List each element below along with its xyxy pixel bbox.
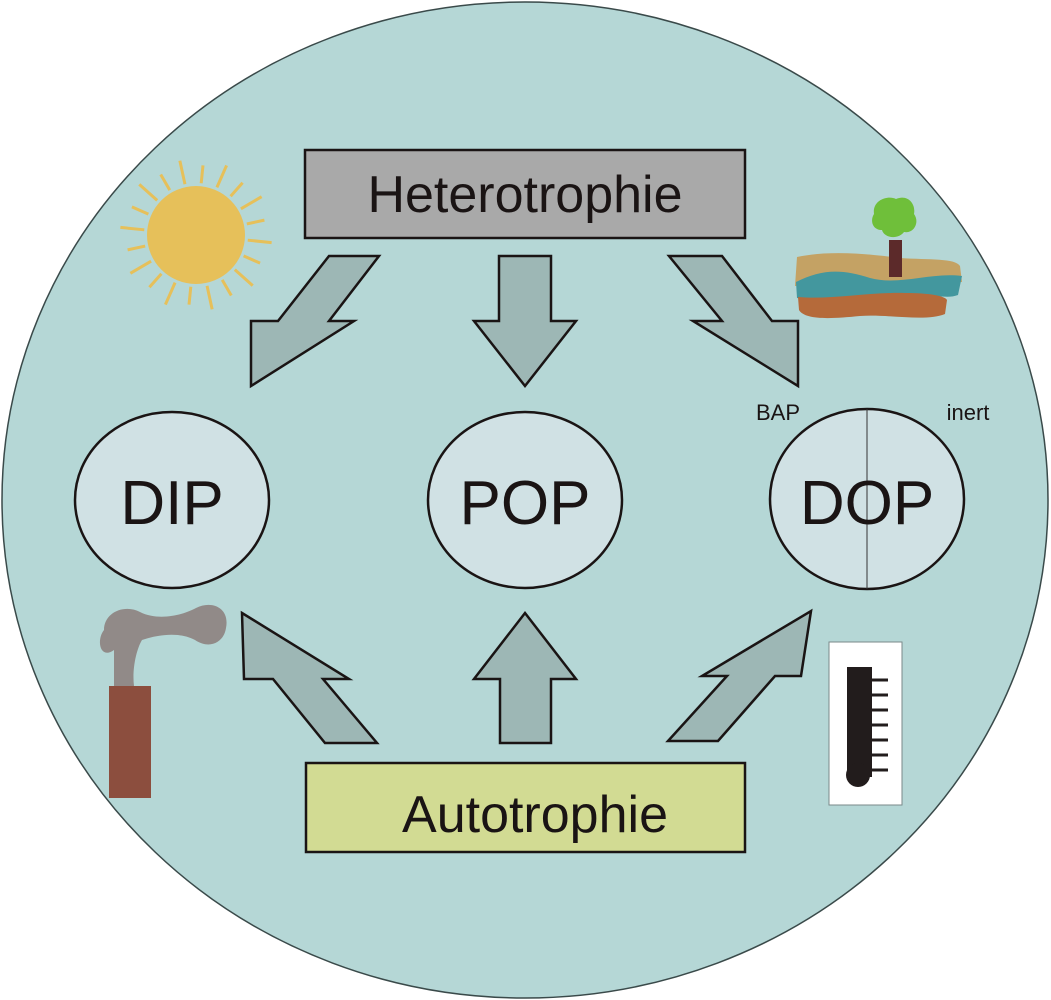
inert-label: inert — [947, 400, 990, 425]
sun-ray — [129, 259, 152, 275]
sun-ray — [159, 173, 172, 191]
arrow-autotrophie-to-pop — [471, 610, 579, 745]
pool-dop: DOP BAP inert — [756, 400, 990, 591]
sun-ray — [215, 164, 228, 188]
sun-ray — [246, 218, 265, 226]
sun-ray — [233, 268, 254, 287]
arrow-autotrophie-to-dip — [240, 610, 380, 745]
sun-ray — [131, 205, 149, 216]
sun-ray — [240, 195, 263, 211]
sun-ray — [247, 238, 272, 245]
sun-ray — [164, 282, 177, 306]
heterotrophie-label: Heterotrophie — [367, 166, 682, 224]
sun-ray — [229, 181, 244, 198]
landscape-icon — [795, 197, 962, 319]
arrow-heterotrophie-to-dop — [666, 254, 800, 389]
sun-icon — [120, 160, 272, 310]
dip-label: DIP — [120, 469, 223, 538]
sun-ray — [178, 160, 187, 185]
tree-crown — [872, 197, 917, 238]
sun-ray — [205, 285, 214, 310]
sun-ray — [199, 165, 205, 184]
thermometer-icon — [828, 641, 903, 806]
sun-ray — [148, 272, 163, 289]
arrow-autotrophie-to-dop — [665, 608, 813, 743]
sun-ray — [138, 183, 159, 202]
sun-ray — [120, 225, 145, 232]
tree-trunk — [889, 240, 902, 277]
sun-ray — [187, 286, 193, 305]
sun-ray — [220, 279, 233, 297]
sun-ray — [243, 254, 261, 265]
pop-label: POP — [460, 469, 591, 538]
pool-dip: DIP — [73, 410, 271, 590]
dop-label: DOP — [800, 469, 934, 538]
autotrophie-label: Autotrophie — [402, 786, 668, 844]
autotrophie-box: Autotrophie — [304, 761, 747, 854]
arrow-heterotrophie-to-dip — [249, 254, 382, 389]
heterotrophie-box: Heterotrophie — [303, 148, 747, 240]
pool-pop: POP — [426, 410, 624, 590]
arrow-heterotrophie-to-pop — [471, 254, 579, 389]
bap-label: BAP — [756, 400, 800, 425]
sun-ray — [127, 244, 146, 252]
factory-chimney-icon — [99, 604, 227, 798]
